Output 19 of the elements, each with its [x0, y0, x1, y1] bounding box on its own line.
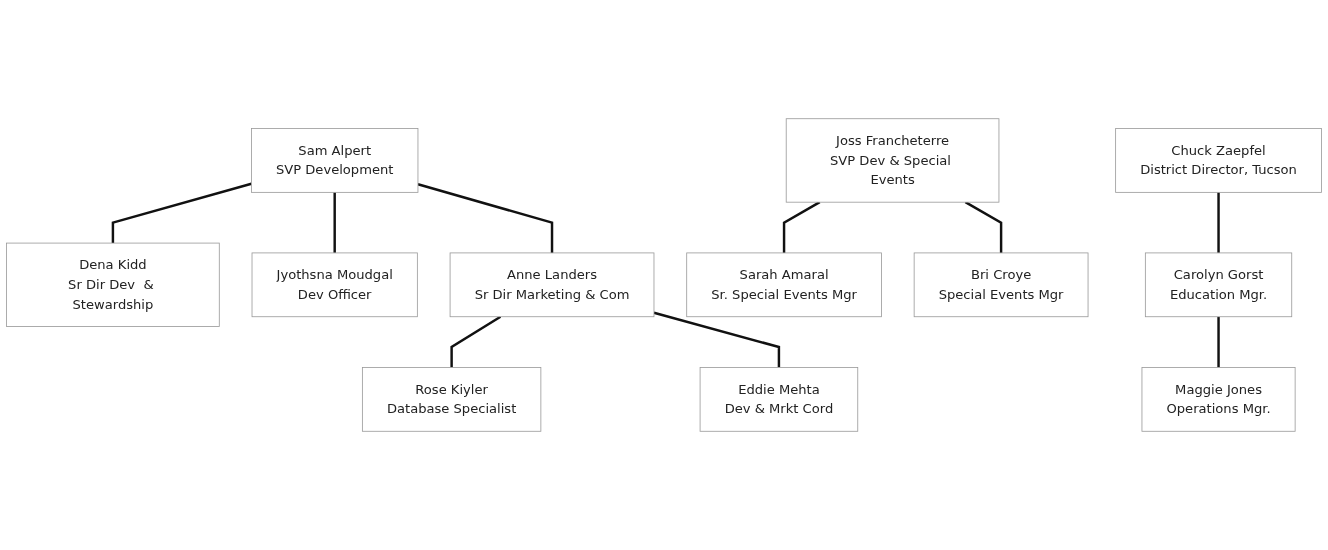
node-box: Joss Francheterre SVP Dev & Special Events [785, 118, 1000, 203]
node-box: Sarah Amaral Sr. Special Events Mgr [686, 252, 882, 318]
node-box: Maggie Jones Operations Mgr. [1141, 367, 1296, 432]
connector [653, 311, 781, 368]
connector [333, 192, 336, 253]
connector [111, 182, 252, 244]
node-box: Rose Kiyler Database Specialist [361, 367, 542, 432]
node-box: Anne Landers Sr Dir Marketing & Com [449, 252, 655, 318]
node-box: Bri Croye Special Events Mgr [913, 252, 1089, 318]
connector [1217, 316, 1220, 368]
node-box: Jyothsna Moudgal Dev Officer [251, 252, 418, 318]
connector [417, 183, 554, 253]
node-box: Sam Alpert SVP Development [251, 128, 419, 193]
connector [1217, 192, 1220, 253]
node-box: Eddie Mehta Dev & Mrkt Cord [699, 367, 859, 432]
connector [450, 315, 502, 368]
node-box: Carolyn Gorst Education Mgr. [1144, 252, 1293, 318]
node-box: Dena Kidd Sr Dir Dev & Stewardship [6, 242, 220, 327]
node-box: Chuck Zaepfel District Director, Tucson [1115, 128, 1322, 193]
